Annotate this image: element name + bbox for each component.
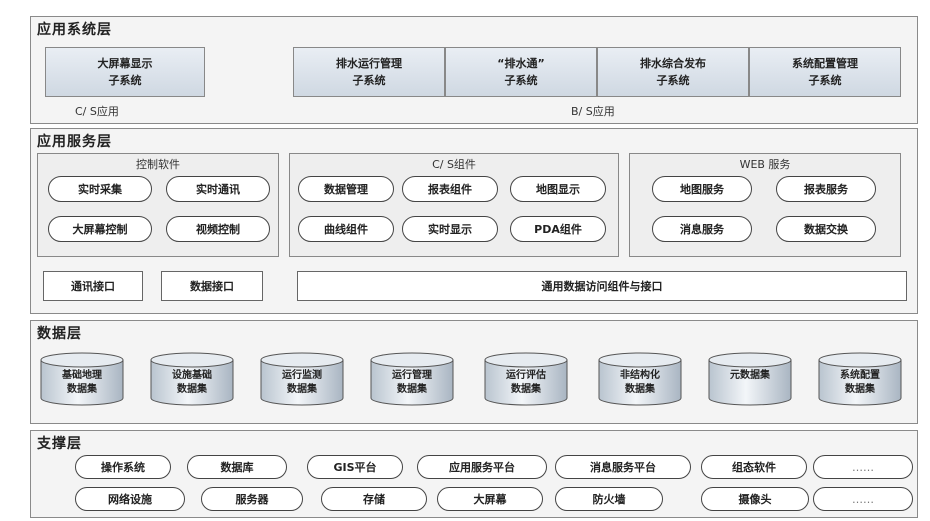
gis-platform-pill[interactable]: GIS平台 [307, 455, 403, 479]
database-cylinder-icon [260, 352, 344, 406]
camera-pill[interactable]: 摄像头 [701, 487, 809, 511]
database-cylinder-icon [708, 352, 792, 406]
subsystem-drainage-tong[interactable]: “排水通” 子系统 [445, 47, 597, 97]
message-service-pill[interactable]: 消息服务 [652, 216, 752, 242]
network-pill[interactable]: 网络设施 [75, 487, 185, 511]
dataset-cylinder[interactable]: 系统配置 数据集 [817, 351, 903, 407]
dataset-label: 运行评估 数据集 [506, 370, 546, 395]
cs-application-label: C/ S应用 [75, 105, 119, 118]
big-screen-control-pill[interactable]: 大屏幕控制 [48, 216, 152, 242]
big-screen-pill[interactable]: 大屏幕 [437, 487, 543, 511]
dataset-label: 基础地理 数据集 [62, 370, 102, 395]
dataset-cylinder[interactable]: 运行管理 数据集 [369, 351, 455, 407]
comm-interface-box[interactable]: 通讯接口 [43, 271, 143, 301]
common-data-access-box[interactable]: 通用数据访问组件与接口 [297, 271, 907, 301]
firewall-pill[interactable]: 防火墙 [555, 487, 663, 511]
database-cylinder-icon [598, 352, 682, 406]
subsystem-big-screen[interactable]: 大屏幕显示 子系统 [45, 47, 205, 97]
dataset-label: 运行监测 数据集 [282, 370, 322, 395]
realtime-display-pill[interactable]: 实时显示 [402, 216, 498, 242]
dataset-cylinder[interactable]: 运行评估 数据集 [483, 351, 569, 407]
dataset-cylinder[interactable]: 设施基础 数据集 [149, 351, 235, 407]
web-services-group: WEB 服务 地图服务 报表服务 消息服务 数据交换 [629, 153, 901, 257]
application-layer: 应用系统层 大屏幕显示 子系统 排水运行管理 子系统 “排水通” 子系统 排水综… [30, 16, 918, 124]
application-layer-title: 应用系统层 [37, 22, 112, 38]
data-layer: 数据层 基础地理 数据集 设施基础 数据集 运行监测 数据集 运行管理 数据集 运行评估… [30, 320, 918, 424]
cs-components-group: C/ S组件 数据管理 报表组件 地图显示 曲线组件 实时显示 PDA组件 [289, 153, 619, 257]
web-services-title: WEB 服务 [739, 158, 791, 171]
report-component-pill[interactable]: 报表组件 [402, 176, 498, 202]
dataset-cylinder[interactable]: 基础地理 数据集 [39, 351, 125, 407]
more-support-pill-2[interactable]: …… [813, 487, 913, 511]
data-layer-title: 数据层 [37, 326, 82, 342]
message-service-platform-pill[interactable]: 消息服务平台 [555, 455, 691, 479]
data-exchange-pill[interactable]: 数据交换 [776, 216, 876, 242]
map-service-pill[interactable]: 地图服务 [652, 176, 752, 202]
support-layer-title: 支撑层 [37, 436, 82, 452]
database-cylinder-icon [370, 352, 454, 406]
realtime-collect-pill[interactable]: 实时采集 [48, 176, 152, 202]
storage-pill[interactable]: 存储 [321, 487, 427, 511]
data-interface-box[interactable]: 数据接口 [161, 271, 263, 301]
dataset-label: 运行管理 数据集 [392, 370, 432, 395]
app-service-platform-pill[interactable]: 应用服务平台 [417, 455, 547, 479]
database-pill[interactable]: 数据库 [187, 455, 287, 479]
service-layer: 应用服务层 控制软件 实时采集 实时通讯 大屏幕控制 视频控制 C/ S组件 数… [30, 128, 918, 314]
dataset-cylinder[interactable]: 元数据集 [707, 351, 793, 407]
dataset-label: 系统配置 数据集 [840, 370, 880, 395]
dataset-cylinder[interactable]: 非结构化 数据集 [597, 351, 683, 407]
bs-application-label: B/ S应用 [571, 105, 615, 118]
pda-component-pill[interactable]: PDA组件 [510, 216, 606, 242]
dataset-label: 设施基础 数据集 [172, 370, 212, 395]
subsystem-config-management[interactable]: 系统配置管理 子系统 [749, 47, 901, 97]
video-control-pill[interactable]: 视频控制 [166, 216, 270, 242]
database-cylinder-icon [818, 352, 902, 406]
data-management-pill[interactable]: 数据管理 [298, 176, 394, 202]
dataset-label: 非结构化 数据集 [620, 370, 660, 395]
database-cylinder-icon [40, 352, 124, 406]
database-cylinder-icon [150, 352, 234, 406]
database-cylinder-icon [484, 352, 568, 406]
dataset-label: 元数据集 [730, 370, 770, 381]
dataset-cylinder[interactable]: 运行监测 数据集 [259, 351, 345, 407]
subsystem-drainage-operation[interactable]: 排水运行管理 子系统 [293, 47, 445, 97]
support-layer: 支撑层 操作系统 数据库 GIS平台 应用服务平台 消息服务平台 组态软件 ……… [30, 430, 918, 518]
map-display-pill[interactable]: 地图显示 [510, 176, 606, 202]
server-pill[interactable]: 服务器 [201, 487, 303, 511]
scada-software-pill[interactable]: 组态软件 [701, 455, 807, 479]
control-software-group: 控制软件 实时采集 实时通讯 大屏幕控制 视频控制 [37, 153, 279, 257]
service-layer-title: 应用服务层 [37, 134, 112, 150]
cs-components-title: C/ S组件 [432, 158, 476, 171]
curve-component-pill[interactable]: 曲线组件 [298, 216, 394, 242]
more-support-pill-1[interactable]: …… [813, 455, 913, 479]
report-service-pill[interactable]: 报表服务 [776, 176, 876, 202]
control-software-title: 控制软件 [136, 158, 180, 171]
os-pill[interactable]: 操作系统 [75, 455, 171, 479]
realtime-comm-pill[interactable]: 实时通讯 [166, 176, 270, 202]
subsystem-drainage-publish[interactable]: 排水综合发布 子系统 [597, 47, 749, 97]
